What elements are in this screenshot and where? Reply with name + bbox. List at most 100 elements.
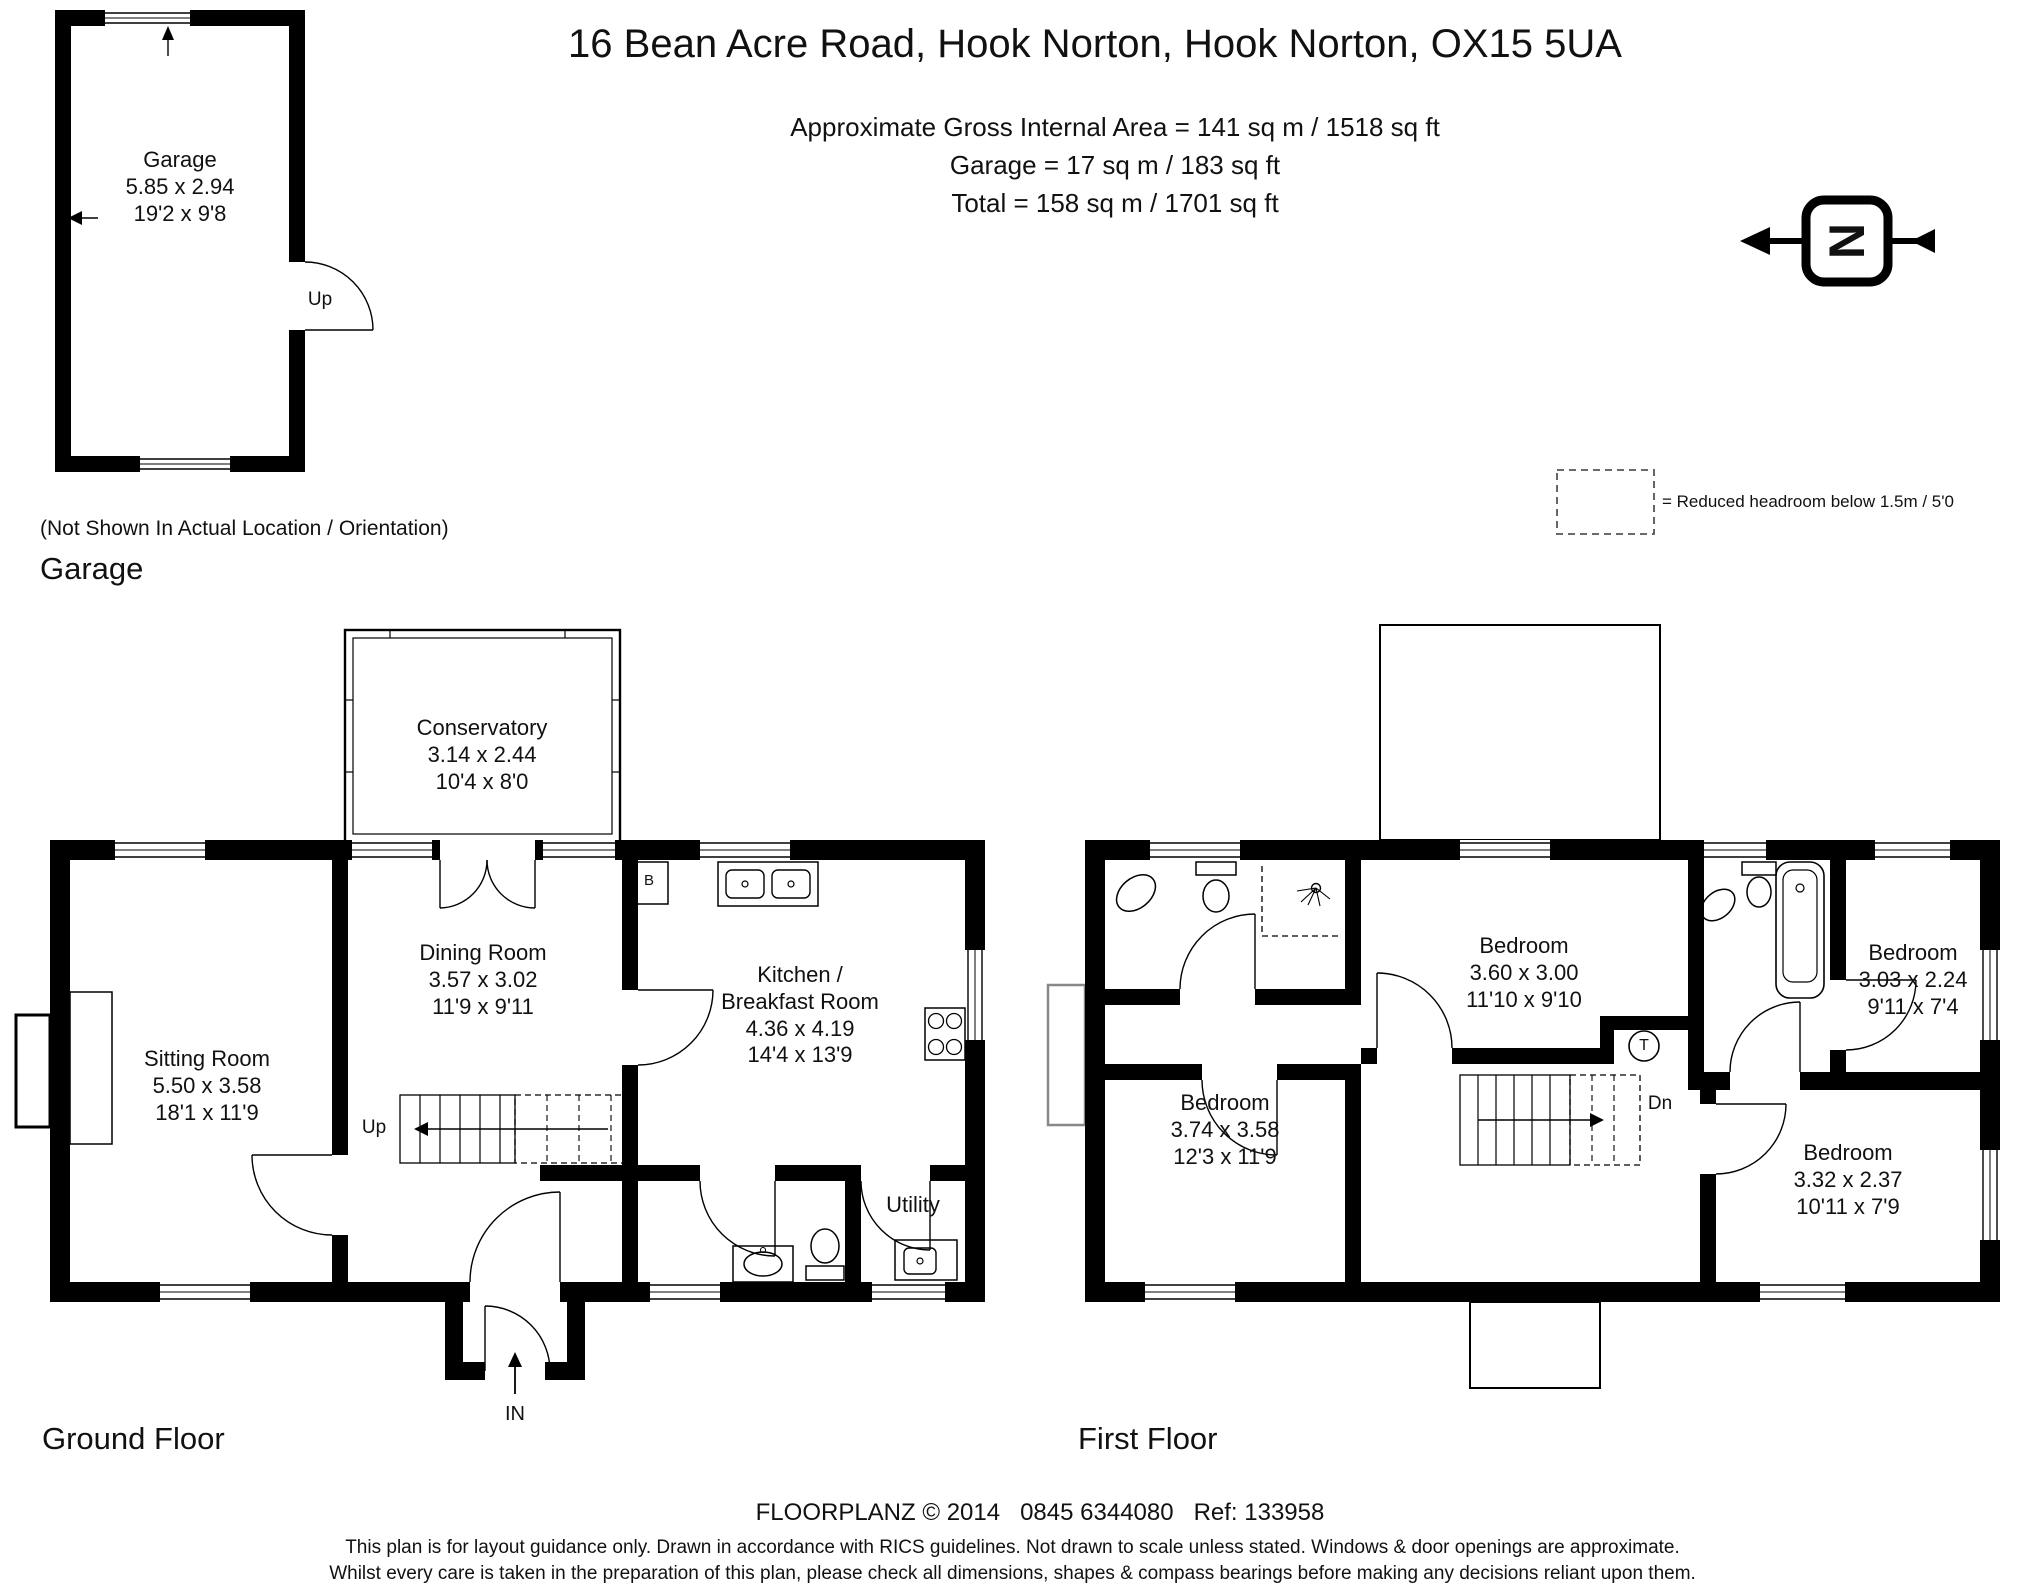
door-arc: [1376, 972, 1453, 1049]
toilet-bowl: [810, 1228, 840, 1264]
sink-bowl: [725, 869, 765, 899]
door-arc: [469, 1191, 561, 1283]
chimney-first: [1046, 983, 1087, 1127]
door-arc: [1845, 979, 1917, 1051]
wall: [622, 1065, 638, 1165]
toilet-cistern: [805, 1265, 845, 1281]
area-line-1: Approximate Gross Internal Area = 141 sq…: [790, 112, 1440, 142]
basin: [1115, 874, 1157, 912]
door-arc: [251, 1154, 333, 1236]
room-name: Kitchen /: [757, 962, 843, 987]
wall: [1105, 1064, 1202, 1080]
sink-drain: [787, 880, 795, 888]
door-arc: [304, 261, 374, 331]
room-name: Garage: [143, 147, 217, 172]
garage-heading: Garage: [40, 551, 144, 586]
wall: [540, 1165, 700, 1181]
room-dims-ft: 14'4 x 13'9: [747, 1042, 853, 1068]
wall: [332, 860, 348, 1155]
roof-outline-below: [1469, 1301, 1601, 1389]
wall: [1085, 840, 1105, 1302]
utility-sink-bowl: [903, 1247, 937, 1275]
door-arc: [484, 1305, 551, 1372]
wall: [50, 840, 70, 1302]
stairs-up-label: Up: [361, 1117, 387, 1138]
room-label-sitting: Sitting Room 5.50 x 3.58 18'1 x 11'9: [77, 1046, 337, 1126]
room-label-bedroom-left: Bedroom 3.74 x 3.58 12'3 x 11'9: [1100, 1090, 1350, 1170]
footer-disclaimer-2: Whilst every care is taken in the prepar…: [329, 1563, 1696, 1584]
wall: [1277, 1064, 1361, 1080]
room-label-bedroom-bottom-right: Bedroom 3.32 x 2.37 10'11 x 7'9: [1723, 1140, 1973, 1220]
dim-arrow: [162, 26, 174, 40]
door-arc: [1729, 1001, 1801, 1073]
wall: [622, 1181, 638, 1282]
north-arrowtail: [1911, 229, 1935, 253]
shower-head: [1310, 882, 1322, 894]
room-dims-m: 5.50 x 3.58: [152, 1072, 262, 1098]
room-name: Bedroom: [1180, 1090, 1270, 1115]
room-name: Bedroom: [1868, 940, 1958, 965]
room-dims-m: 3.32 x 2.37: [1793, 1166, 1903, 1192]
shower-spray: [1315, 887, 1321, 907]
door-arc: [439, 859, 488, 909]
conservatory-wall-inner: [352, 637, 613, 835]
wall: [1688, 1072, 1730, 1090]
wall: [1345, 1064, 1361, 1282]
wall: [1105, 989, 1180, 1005]
sink-drain: [741, 880, 749, 888]
room-label-kitchen: Kitchen / Breakfast Room 4.36 x 4.19 14'…: [665, 962, 935, 1069]
fireplace: [69, 991, 113, 1145]
toilet-cistern: [1741, 861, 1777, 876]
door-arc: [1201, 1079, 1278, 1156]
door-opening: [440, 840, 535, 860]
wall: [1688, 860, 1704, 1072]
wall: [332, 1235, 348, 1282]
room-dims-m: 3.14 x 2.44: [427, 741, 537, 767]
ground-floor-heading: Ground Floor: [42, 1421, 225, 1456]
wall: [965, 840, 985, 1302]
vanity: [732, 1245, 794, 1283]
room-dims-m: 3.60 x 3.00: [1469, 959, 1579, 985]
footer-branding: FLOORPLANZ © 2014 0845 6344080 Ref: 1339…: [755, 1499, 1325, 1526]
wall: [845, 1181, 861, 1282]
door-opening: [289, 262, 305, 330]
bathtub: [1775, 861, 1825, 999]
wall: [930, 1165, 985, 1181]
page-title: 16 Bean Acre Road, Hook Norton, Hook Nor…: [568, 22, 1622, 66]
door-arc: [699, 1180, 776, 1257]
door-arc: [1179, 913, 1256, 990]
room-name: Dining Room: [419, 940, 547, 965]
room-dims-ft: 19'2 x 9'8: [133, 200, 227, 226]
hob-burner: [927, 1012, 945, 1030]
garage-note: (Not Shown In Actual Location / Orientat…: [40, 517, 449, 540]
room-name: Bedroom: [1803, 1140, 1893, 1165]
room-label-bedroom-right: Bedroom 3.03 x 2.24 9'11 x 7'4: [1798, 940, 2025, 1020]
hob-burner: [927, 1038, 945, 1056]
stair-arrowhead: [1590, 1113, 1604, 1127]
wall: [545, 1362, 585, 1380]
north-letter: N: [1819, 222, 1875, 260]
hob-burner: [945, 1038, 963, 1056]
door-arc: [1715, 1103, 1787, 1175]
wall: [1830, 1050, 1846, 1072]
wall: [1600, 1016, 1688, 1030]
shower-spray: [1296, 887, 1317, 892]
wall: [567, 1302, 585, 1380]
sink-bowl: [771, 869, 811, 899]
door-opening: [470, 1282, 560, 1302]
sink-unit: [717, 861, 819, 907]
bath-drain: [1795, 883, 1805, 893]
footer-disclaimer-1: This plan is for layout guidance only. D…: [345, 1537, 1680, 1558]
toilet-bowl: [1202, 879, 1230, 913]
room-dims-ft: 11'9 x 9'11: [432, 993, 534, 1019]
wall: [622, 860, 638, 990]
wall: [1830, 860, 1846, 980]
roof-outline-above: [1379, 624, 1661, 841]
garage-door-up-label: Up: [307, 289, 333, 310]
hob-burner: [945, 1012, 963, 1030]
room-dims-m: 3.74 x 3.58: [1170, 1116, 1280, 1142]
tank-label: T: [1639, 1037, 1649, 1054]
toilet-bowl: [1746, 876, 1772, 908]
area-line-3: Total = 158 sq m / 1701 sq ft: [951, 188, 1279, 218]
